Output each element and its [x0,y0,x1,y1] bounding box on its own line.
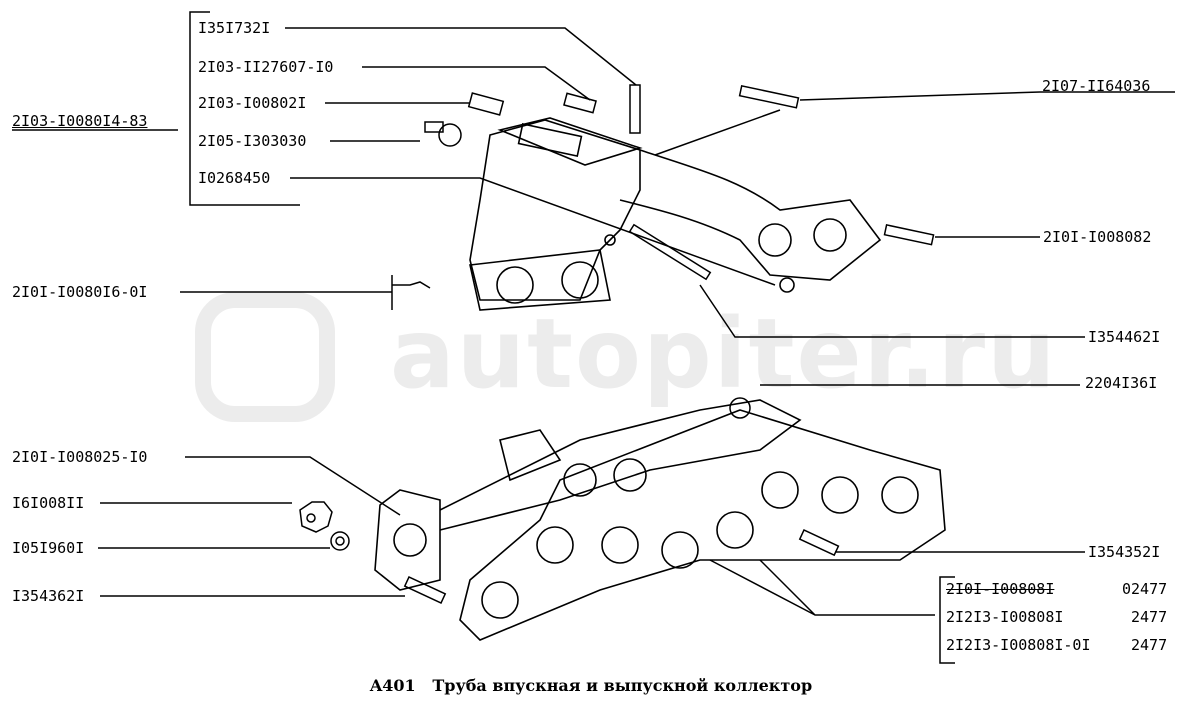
part-label: I354462I [1088,328,1161,346]
part-label: I6I008II [12,494,85,512]
gasket-variant-part: 2I0I-I00808I [946,580,1055,598]
part-label: I0268450 [198,169,271,187]
gasket-variant-code: 2477 [1131,608,1168,626]
part-label: 2I03-I00802I [198,94,307,112]
caption-title: Труба впускная и выпускной коллектор [432,676,813,695]
gasket-variant-part: 2I2I3-I00808I-0I [946,636,1091,654]
gasket-variant-part: 2I2I3-I00808I [946,608,1064,626]
part-label: I354362I [12,587,85,605]
leader-r3 [699,284,1085,338]
studs-and-fittings [299,84,935,604]
part-label: 2I03-II27607-I0 [198,58,334,76]
leader-l7 [185,456,401,516]
leader-gasket [709,559,935,616]
group-bracket [189,11,300,206]
leader-r1 [654,91,1175,156]
gasket-bracket [939,576,955,664]
part-label: 2I05-I303030 [198,132,307,150]
leader-l2 [362,66,591,101]
part-label: I354352I [1088,543,1161,561]
assembly-number: 2I03-I0080I4-83 [12,112,148,130]
gasket-variant-code: 2477 [1131,636,1168,654]
intake-pipe [469,117,882,311]
gasket-variant-code: 02477 [1122,580,1168,598]
part-label: 2204I36I [1085,374,1158,392]
diagram-caption: A401 Труба впускная и выпускной коллекто… [0,676,1182,695]
part-label: 2I0I-I008025-I0 [12,448,148,466]
watermark: autopiter.ru [390,298,1058,410]
part-label: 2I0I-I008082 [1043,228,1152,246]
exhaust-manifold [374,399,946,641]
leader-l1 [285,27,637,86]
part-label: 2I0I-I0080I6-0I [12,283,148,301]
part-label: I35I732I [198,19,271,37]
watermark-logo-icon [195,292,335,422]
caption-code: A401 [369,676,416,695]
part-label: 2I07-II64036 [1042,77,1151,95]
leader-l5 [290,177,776,286]
part-label: I05I960I [12,539,85,557]
